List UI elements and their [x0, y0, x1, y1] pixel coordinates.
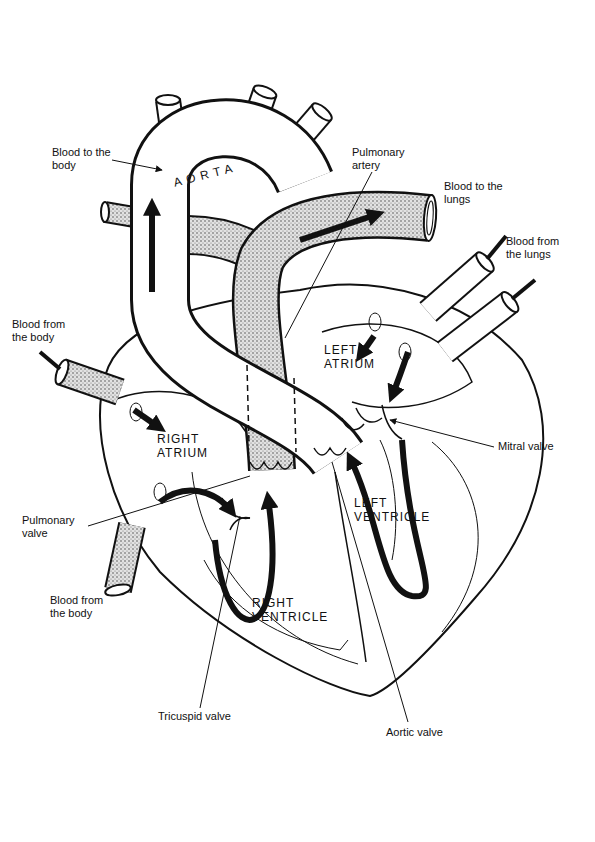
flow-label: Blood to the lungs — [444, 180, 506, 206]
flow-label: Blood to the body — [52, 146, 112, 172]
vena-cava — [104, 525, 132, 598]
part-label: Tricuspid valve — [158, 710, 268, 723]
chamber-label: LEFT ATRIUM — [324, 343, 394, 372]
chamber-label: LEFT VENTRICLE — [354, 496, 450, 525]
chamber-label: RIGHT VENTRICLE — [252, 596, 348, 625]
flow-label: Blood from the lungs — [506, 235, 576, 261]
part-label: Pulmonary valve — [22, 514, 88, 540]
part-label: Mitral valve — [498, 440, 588, 453]
flow-arrow — [134, 205, 426, 620]
flow-label: Blood from the body — [50, 594, 118, 620]
vena-cava — [40, 352, 120, 392]
part-label: Aortic valve — [386, 726, 486, 739]
part-label: Pulmonary artery — [352, 146, 414, 172]
chamber-label: RIGHT ATRIUM — [157, 432, 232, 461]
hidden-outline — [247, 365, 296, 452]
leader-line — [88, 160, 494, 722]
heart-outline — [100, 285, 543, 696]
flow-label: Blood from the body — [12, 318, 80, 344]
